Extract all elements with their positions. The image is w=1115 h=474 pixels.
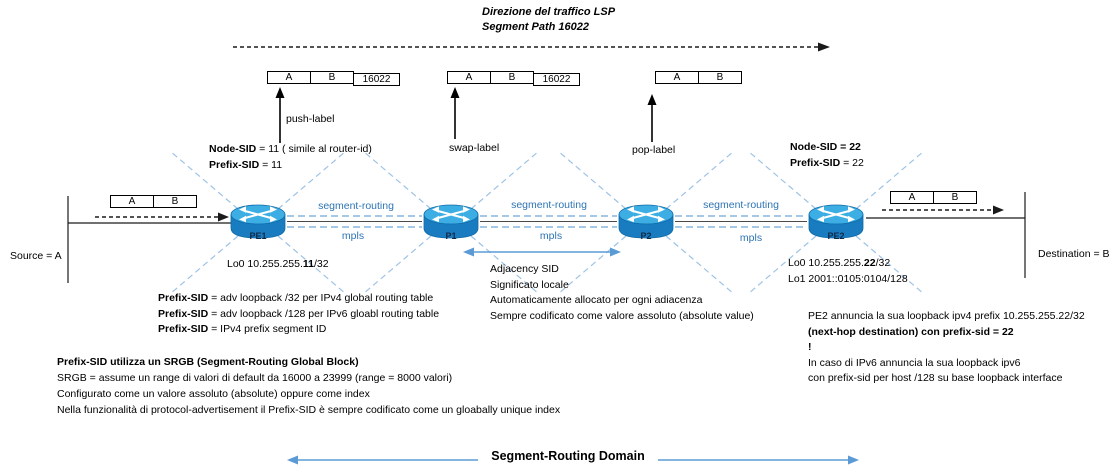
pe1-node-sid-line: Node-SID = 11 ( simile al router-id) (209, 143, 372, 155)
pe2-node-sid-line: Node-SID = 22 (790, 141, 861, 153)
pe2-note-line: (next-hop destination) con prefix-sid = … (808, 325, 1014, 338)
srgb-block: Prefix-SID utilizza un SRGB (Segment-Rou… (57, 354, 560, 418)
prefix-sid-line: Prefix-SID = adv loopback /128 per IPv6 … (158, 307, 440, 320)
label-operation-arrows (275, 87, 657, 143)
adjacency-sid-line: Automaticamente allocato per ogni adiace… (490, 294, 703, 306)
packet-cell-b: B (698, 71, 742, 84)
packet-cell-b: B (933, 191, 977, 204)
router-links (287, 215, 807, 228)
packet-cell-sid: 16022 (353, 73, 400, 86)
router-name: P1 (445, 231, 457, 241)
prefix-sid-block: Prefix-SID = adv loopback /32 per IPv4 g… (158, 291, 439, 338)
segment-routing-domain-arrow (287, 455, 859, 465)
adjacency-sid-block: Adjacency SID Significato locale Automat… (490, 262, 754, 324)
packet-cell-a: A (110, 195, 154, 208)
pe2-note-line: con prefix-sid per host /128 su base loo… (808, 372, 1063, 384)
srgb-line: Configurato come un valore assoluto (abs… (57, 388, 370, 400)
crossed-arrows-icon (432, 206, 470, 223)
packet-cell-a: A (655, 71, 699, 84)
packet-cell-a: A (890, 191, 934, 204)
router-rays (169, 150, 925, 295)
router-p1: P1 (422, 203, 480, 243)
traffic-direction-title: Direzione del traffico LSP Segment Path … (482, 5, 615, 35)
adjacency-sid-line: Sempre codificato come valore assoluto (… (490, 309, 754, 322)
link2-mpls-label: mpls (539, 230, 563, 242)
packet-cell-a: A (267, 71, 311, 84)
packet-cell-sid: 16022 (533, 73, 580, 86)
lsp-traffic-arrow (233, 42, 830, 52)
pe2-sid-note: Node-SID = 22 Prefix-SID = 22 (790, 140, 864, 171)
swap-label-text: swap-label (449, 142, 500, 154)
destination-label: Destination = B (1038, 248, 1110, 260)
adjacency-sid-arrow (463, 247, 621, 257)
segment-routing-domain-label: Segment-Routing Domain (491, 449, 645, 463)
pe1-prefix-sid-line: Prefix-SID = 11 (209, 158, 283, 171)
srgb-line: Nella funzionalità di protocol-advertise… (57, 404, 561, 416)
packet-cell-b: B (490, 71, 534, 84)
link1-mpls-label: mpls (341, 230, 365, 242)
packet-box-p1: A B 16022 (447, 71, 580, 86)
pe2-note-line: ! (808, 341, 812, 353)
srgb-title: Prefix-SID utilizza un SRGB (Segment-Rou… (57, 356, 359, 368)
pop-label-text: pop-label (632, 144, 676, 156)
push-label-text: push-label (286, 113, 335, 125)
pe2-note-line: In caso di IPv6 annuncia la sua loopback… (808, 356, 1021, 369)
router-icon (423, 204, 479, 239)
pe1-sid-note: Node-SID = 11 ( simile al router-id) Pre… (209, 142, 372, 173)
link3-segment-routing-label: segment-routing (703, 199, 779, 211)
pe2-prefix-sid-line: Prefix-SID = 22 (790, 156, 864, 169)
router-pe1: PE1 (229, 203, 287, 243)
packet-cell-b: B (153, 195, 197, 208)
pe2-note-line: PE2 annuncia la sua loopback ipv4 prefix… (808, 310, 1085, 322)
packet-box-destination: A B (890, 191, 977, 204)
destination-lines (866, 192, 1026, 278)
packet-box-pe1: A B 16022 (267, 71, 400, 86)
packet-box-source: A B (110, 195, 197, 208)
crossed-arrows-icon (817, 206, 855, 223)
packet-cell-b: B (310, 71, 354, 84)
router-p2: P2 (617, 203, 675, 243)
router-icon (230, 204, 286, 239)
crossed-arrows-icon (627, 206, 665, 223)
crossed-arrows-icon (239, 206, 277, 223)
pe2-announcement-note: PE2 annuncia la sua loopback ipv4 prefix… (808, 309, 1085, 387)
adjacency-sid-line: Significato locale (490, 278, 569, 291)
traffic-direction-line1: Direzione del traffico LSP (482, 6, 616, 18)
pe2-lo0-line: Lo0 10.255.255.22/32 (788, 257, 891, 269)
router-name: PE1 (249, 231, 267, 241)
pe2-lo1-line: Lo1 2001::0105:0104/128 (788, 272, 908, 285)
srgb-line: SRGB = assume un range di valori di defa… (57, 372, 453, 384)
router-icon (618, 204, 674, 239)
packet-box-p2: A B (655, 71, 742, 84)
adjacency-sid-title: Adjacency SID (490, 263, 559, 275)
packet-cell-a: A (447, 71, 491, 84)
router-icon (808, 204, 864, 239)
pe1-loopback: Lo0 10.255.255.11/32 (227, 258, 329, 270)
prefix-sid-line: Prefix-SID = adv loopback /32 per IPv4 g… (158, 292, 434, 304)
router-name: P2 (640, 231, 652, 241)
source-label: Source = A (10, 250, 62, 262)
router-pe2: PE2 (807, 203, 865, 243)
prefix-sid-line: Prefix-SID = IPv4 prefix segment ID (158, 323, 327, 335)
link2-segment-routing-label: segment-routing (511, 199, 587, 211)
link1-segment-routing-label: segment-routing (318, 200, 394, 212)
link3-mpls-label: mpls (739, 232, 763, 244)
pe2-loopbacks: Lo0 10.255.255.22/32 Lo1 2001::0105:0104… (788, 256, 908, 287)
source-lines (67, 196, 231, 283)
router-name: PE2 (827, 231, 845, 241)
traffic-direction-line2: Segment Path 16022 (482, 21, 589, 33)
